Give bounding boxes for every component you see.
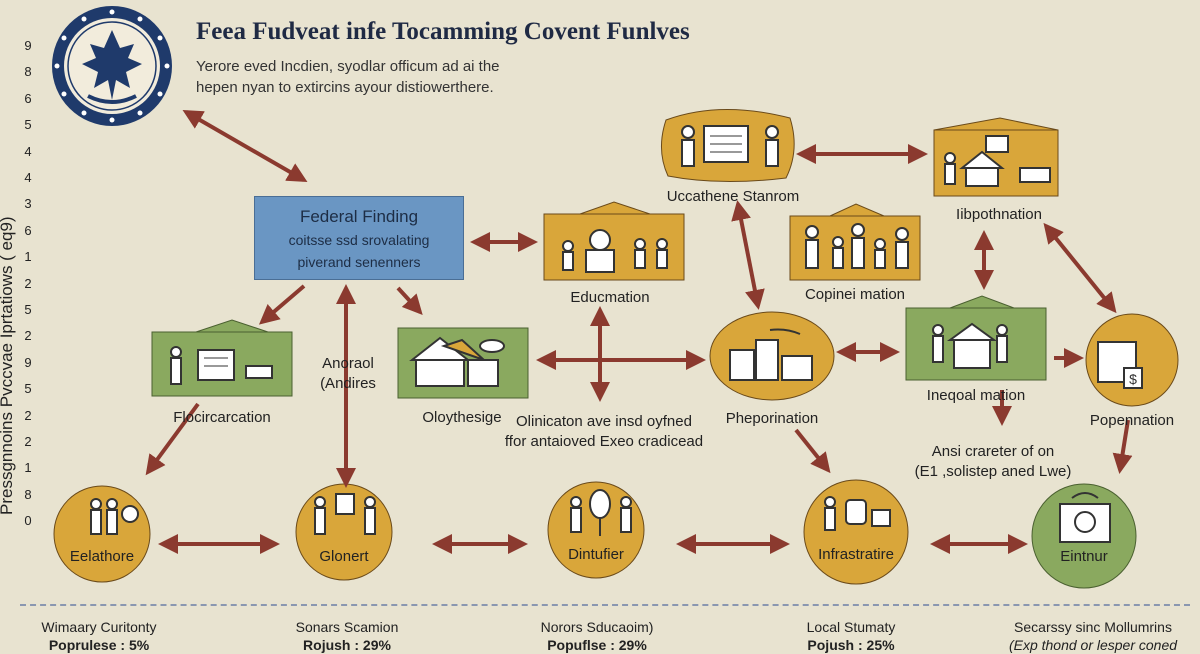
infrastratire-circle-shape — [803, 479, 909, 585]
y-tick-label: 5 — [24, 117, 32, 133]
y-tick-label: 2 — [24, 434, 32, 449]
y-tick-label: 1 — [24, 460, 32, 476]
connector-arrows — [145, 110, 1133, 554]
footer-col-2: Sonars Scamion Rojush : 29% — [262, 618, 432, 654]
copinei-label: Copinei mation — [804, 286, 906, 303]
y-tick-label: 4 — [24, 170, 32, 185]
y-tick-label: 2 — [24, 407, 32, 423]
footer-col-1: Wimaary Curitonty Poprulese : 5% — [14, 618, 184, 654]
education-icon-box — [543, 201, 685, 281]
oloythesige-label: Oloythesige — [422, 409, 502, 426]
page-subtitle: Yerore eved Incdien, syodlar officum ad … — [196, 56, 556, 98]
glonert-circle-shape — [295, 483, 393, 581]
phepornation-label: Pheporination — [725, 410, 819, 427]
footer-col-2-title: Sonars Scamion — [295, 619, 399, 635]
y-tick-label: 8 — [24, 64, 32, 80]
y-tick-label: 9 — [24, 38, 32, 53]
ansi-line-1: Ansi crareter of on — [931, 443, 1055, 460]
ansi-line-2: (E1 ,solistep aned Lwe) — [914, 463, 1072, 480]
footer-col-4-title: Local Stumaty — [806, 619, 896, 635]
y-tick-label: 8 — [24, 486, 32, 502]
popennation-icon-circle: $ — [1085, 313, 1179, 407]
y-tick-label: 4 — [24, 143, 32, 159]
olinicaton-line-2: ffor antaioved Exeo cradicead — [504, 433, 704, 450]
eelathore-label: Eelathore — [69, 548, 135, 565]
y-tick-label: 9 — [24, 354, 32, 370]
subtitle-line-2: hepen nyan to extircins ayour distiowert… — [196, 79, 494, 96]
subtitle-line-1: Yerore eved Incdien, syodlar officum ad … — [196, 58, 500, 75]
footer-col-3-title: Norors Sducaoim) — [540, 619, 654, 635]
footer-col-4: Local Stumaty Pojush : 25% — [766, 618, 936, 654]
y-tick-label: 0 — [24, 513, 32, 529]
eelathore-circle-shape — [53, 485, 151, 583]
popennation-label: Popennation — [1089, 412, 1175, 429]
eintnur-label: Eintnur — [1060, 548, 1108, 565]
page-title: Feea Fudveat infe Tocamming Covent Funlv… — [196, 18, 690, 45]
copinei-icon-box — [789, 203, 921, 281]
y-tick-label: 5 — [24, 381, 32, 397]
footer-col-5-title: Secarssy sinc Mollumrins — [1014, 619, 1172, 635]
ineqoal-label: Ineqoal mation — [926, 387, 1026, 404]
olinicaton-annotation: Olinicaton ave insd oyfned ffor antaiove… — [502, 412, 706, 452]
footer-col-5: Secarssy sinc Mollumrins (Exp thond or l… — [994, 618, 1192, 654]
y-tick-label: 5 — [24, 302, 32, 317]
svg-text:$: $ — [1129, 371, 1137, 387]
dintufier-label: Dintufier — [568, 546, 624, 563]
oloythesige-icon-box — [397, 327, 529, 399]
anoraol-line-1: Anoraol — [322, 355, 374, 372]
footer-col-5-value: (Exp thond or lesper coned — [1008, 637, 1178, 653]
federal-box-title: Federal Finding — [299, 207, 419, 226]
phepornation-icon-circle — [709, 311, 835, 401]
education-label: Educmation — [570, 289, 650, 306]
y-axis-title: Pressgnnoins Pvccvae Iprtatiows ( eq9) — [0, 216, 16, 515]
seal-emblem — [52, 6, 172, 126]
dintufier-circle-shape — [547, 481, 645, 579]
flocircation-icon-box — [151, 319, 293, 397]
federal-box-line-1: coitsse ssd srovalating — [288, 232, 430, 248]
ansi-annotation: Ansi crareter of on (E1 ,solistep aned L… — [908, 442, 1078, 482]
footer-col-2-value: Rojush : 29% — [303, 637, 391, 653]
federal-box-line-2: piverand senenners — [297, 254, 421, 270]
ucathene-icon-box — [661, 109, 795, 183]
infrastratire-label: Infrastratire — [818, 546, 894, 563]
y-tick-label: 6 — [24, 90, 32, 106]
glonert-label: Glonert — [319, 548, 369, 565]
eintnur-circle-shape — [1031, 483, 1137, 589]
footer-col-4-value: Pojush : 25% — [807, 637, 895, 653]
footer-col-1-title: Wimaary Curitonty — [41, 619, 157, 635]
olinicaton-line-1: Olinicaton ave insd oyfned — [516, 413, 692, 430]
ilopothnation-icon-box — [933, 117, 1059, 197]
anoraol-annotation: Anoraol (Andires — [304, 354, 392, 394]
y-tick-label: 3 — [24, 196, 32, 212]
footer-col-1-value: Poprulese : 5% — [48, 637, 150, 653]
y-tick-label: 6 — [24, 222, 32, 238]
y-tick-label: 2 — [24, 275, 32, 291]
y-tick-label: 1 — [24, 249, 32, 265]
footer-col-3: Norors Sducaoim) Popuflse : 29% — [512, 618, 682, 654]
flocircation-label: Flocircarcation — [173, 409, 271, 426]
anoraol-line-2: (Andires — [320, 375, 376, 392]
footer-col-3-value: Popuflse : 29% — [547, 637, 647, 653]
ucathene-label: Uccathene Stanrom — [666, 188, 800, 205]
ineqoal-icon-box — [905, 295, 1047, 381]
footer-divider — [20, 604, 1190, 606]
y-tick-label: 2 — [24, 328, 32, 344]
ilopothnation-label: Iibpothnation — [956, 206, 1042, 223]
federal-funding-box: Federal Finding coitsse ssd srovalating … — [254, 196, 464, 280]
